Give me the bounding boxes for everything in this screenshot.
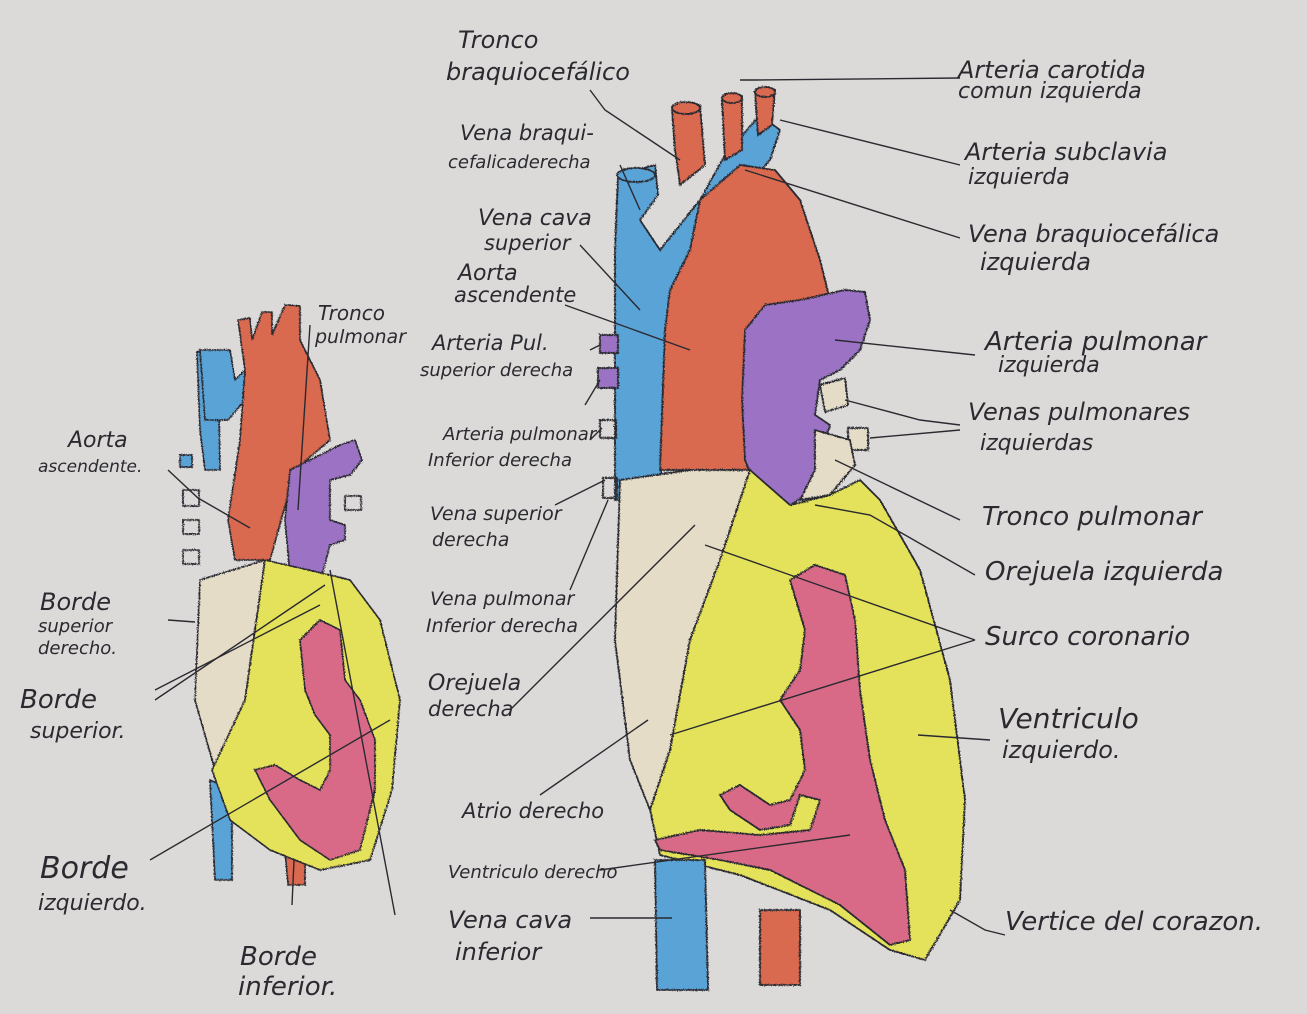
inferior-vena-cava bbox=[655, 860, 708, 990]
label-arteria-subclavia-1: Arteria subclavia bbox=[963, 138, 1167, 166]
left-stub-4 bbox=[183, 550, 199, 564]
descending-aorta-bottom bbox=[760, 910, 800, 985]
label-aorta-ascendente-left-2: ascendente. bbox=[38, 457, 142, 477]
left-carotid-opening bbox=[722, 93, 742, 103]
label-tronco-pulmonar-left-1: Tronco bbox=[318, 301, 385, 325]
label-orejuela-izquierda: Orejuela izquierda bbox=[985, 557, 1223, 587]
label-vena-braq-der-2: cefalicaderecha bbox=[448, 152, 591, 173]
label-vena-braq-izq-2: izquierda bbox=[980, 248, 1091, 276]
label-borde-sup-derecho-2: superior bbox=[38, 616, 114, 637]
label-vena-sup-der-2: derecha bbox=[432, 529, 509, 551]
label-tronco-pulmonar-left-2: pulmonar bbox=[314, 326, 407, 348]
right-pul-artery-inferior-stub bbox=[600, 420, 616, 438]
label-aorta-asc-right-2: ascendente bbox=[454, 283, 576, 307]
pulmonary-artery bbox=[742, 290, 870, 505]
label-borde-inferior-1: Borde bbox=[240, 942, 317, 972]
left-stub-3 bbox=[183, 520, 199, 534]
label-vena-cava-sup-1: Vena cava bbox=[478, 206, 592, 231]
label-borde-superior-1: Borde bbox=[20, 685, 97, 715]
label-vena-braq-der-1: Vena braqui- bbox=[460, 121, 594, 145]
label-tronco-braq-1: Tronco bbox=[458, 26, 538, 54]
label-borde-izquierdo-2: izquierdo. bbox=[38, 891, 147, 916]
label-arteria-pul-sup-2: superior derecha bbox=[420, 360, 573, 381]
label-arteria-pulmonar-izq-2: izquierda bbox=[998, 353, 1100, 378]
label-arteria-pul-sup-1: Arteria Pul. bbox=[430, 331, 549, 355]
left-stub-5 bbox=[345, 496, 361, 510]
label-borde-superior-2: superior. bbox=[30, 719, 126, 744]
label-atrio-derecho: Atrio derecho bbox=[460, 799, 604, 823]
label-tronco-braq-2: braquiocefálico bbox=[446, 58, 630, 86]
label-vena-cava-inf-2: inferior bbox=[455, 938, 543, 966]
right-pul-artery-superior-stub bbox=[600, 335, 618, 353]
label-ventriculo-derecho: Ventriculo derecho bbox=[448, 862, 618, 883]
label-venas-pul-izq-2: izquierdas bbox=[980, 431, 1093, 456]
label-venas-pul-izq-1: Venas pulmonares bbox=[968, 398, 1190, 426]
label-aorta-ascendente-left-1: Aorta bbox=[66, 428, 128, 453]
right-pul-artery-superior-stub-2 bbox=[598, 368, 618, 388]
label-borde-izquierdo-1: Borde bbox=[40, 851, 129, 886]
label-arteria-subclavia-2: izquierda bbox=[968, 165, 1070, 190]
label-vena-pul-inf-1: Vena pulmonar bbox=[430, 588, 575, 610]
label-tronco-pulmonar-right: Tronco pulmonar bbox=[982, 502, 1204, 532]
left-stub-1 bbox=[180, 455, 192, 467]
label-arteria-pul-inf-1: Arteria pulmonar bbox=[442, 424, 598, 445]
label-surco-coronario: Surco coronario bbox=[985, 622, 1190, 652]
label-arteria-carotida-2: comun izquierda bbox=[958, 79, 1142, 104]
label-vena-cava-sup-2: superior bbox=[484, 231, 572, 255]
left-pulmonary-vein-upper bbox=[820, 378, 848, 412]
left-carotid bbox=[722, 96, 742, 160]
left-subclavian-opening bbox=[755, 87, 775, 97]
label-vena-cava-inf-1: Vena cava bbox=[448, 906, 572, 934]
label-orejuela-der-2: derecha bbox=[428, 697, 514, 721]
label-vena-braq-izq-1: Vena braquiocefálica bbox=[968, 220, 1219, 248]
label-orejuela-der-1: Orejuela bbox=[428, 671, 521, 696]
label-vena-sup-der-1: Vena superior bbox=[430, 503, 563, 525]
label-arteria-pul-inf-2: Inferior derecha bbox=[428, 450, 572, 471]
label-ventriculo-izq-2: izquierdo. bbox=[1002, 736, 1121, 764]
brachiocephalic-trunk bbox=[672, 105, 705, 185]
label-borde-inferior-2: inferior. bbox=[238, 972, 337, 1002]
label-ventriculo-izq-1: Ventriculo bbox=[998, 702, 1139, 735]
left-heart bbox=[180, 305, 400, 885]
label-borde-sup-derecho-3: derecho. bbox=[38, 638, 117, 659]
label-vena-pul-inf-2: Inferior derecha bbox=[426, 615, 578, 637]
label-vertice: Vertice del corazon. bbox=[1005, 907, 1263, 937]
brachiocephalic-opening bbox=[672, 102, 700, 114]
label-borde-sup-derecho-1: Borde bbox=[40, 588, 111, 616]
